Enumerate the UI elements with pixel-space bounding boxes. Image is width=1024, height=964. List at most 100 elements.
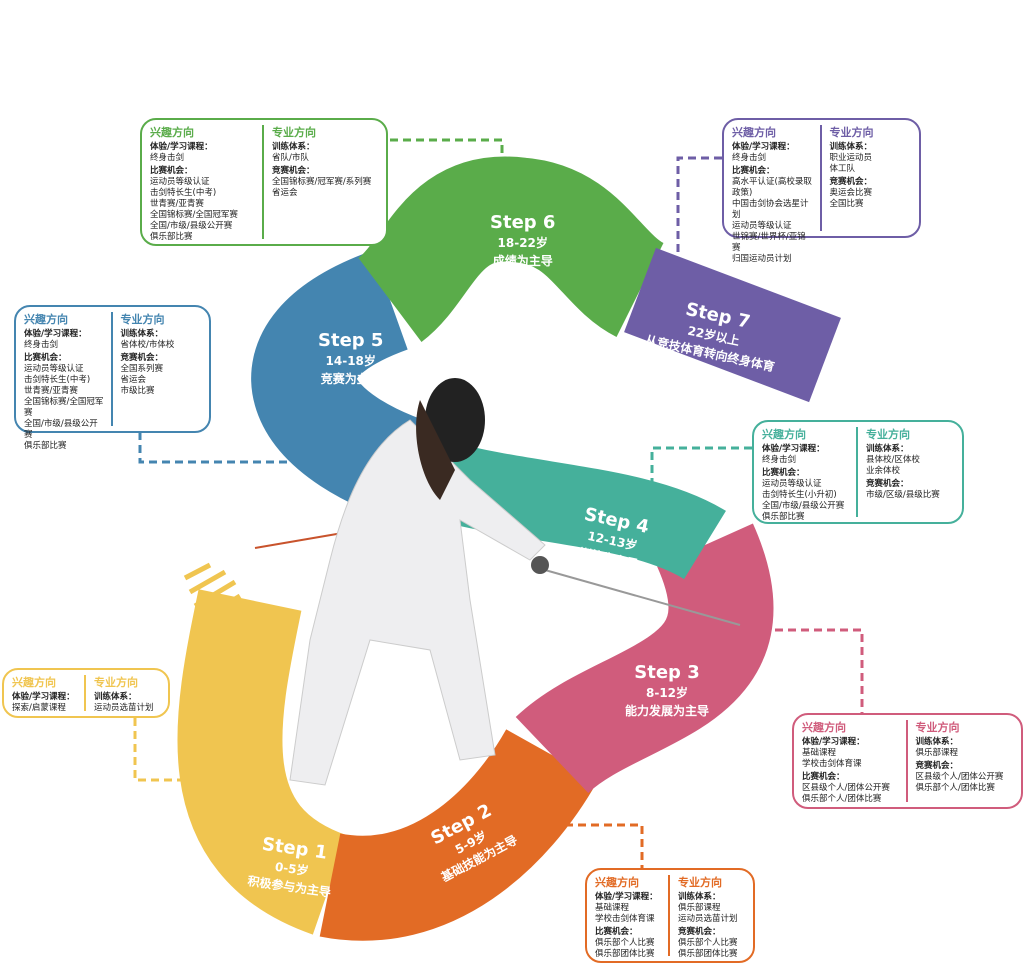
pro-column: 专业方向训练体系：俱乐部课程竞赛机会：区县级个人/团体公开赛俱乐部个人/团体比赛 [905, 720, 1014, 802]
section-label: 竞赛机会： [120, 353, 164, 363]
list-item: 击剑特长生(中考) [24, 375, 91, 385]
section-label: 竞赛机会： [272, 166, 315, 176]
list-item: 县体校/区体校 [866, 455, 920, 465]
list-item: 运动员等级认证 [150, 177, 210, 187]
step-title: Step 6 [490, 212, 556, 233]
list-item: 俱乐部比赛 [150, 232, 193, 242]
list-item: 俱乐部课程 [678, 903, 721, 913]
list-item: 终身击剑 [24, 340, 59, 350]
road-step2 [319, 728, 598, 941]
pro-column: 专业方向训练体系：俱乐部课程运动员选苗计划竞赛机会：俱乐部个人比赛俱乐部团体比赛 [668, 875, 745, 959]
step-age: 8-12岁 [645, 686, 689, 700]
list-item: 职业运动员 [829, 153, 873, 163]
section-label: 竞赛机会： [678, 927, 721, 937]
info-box-step-7: 兴趣方向体验/学习课程：终身击剑比赛机会：高水平认证(高校录取政策)中国击剑协会… [722, 118, 921, 264]
section-label: 体验/学习课程： [802, 737, 865, 747]
section-label: 体验/学习课程： [595, 892, 658, 902]
interest-heading: 兴趣方向 [150, 126, 194, 139]
list-item: 区县级个人/团体公开赛 [802, 783, 890, 793]
pro-heading: 专业方向 [272, 126, 316, 139]
list-item: 俱乐部比赛 [24, 441, 67, 451]
section-label: 比赛机会： [150, 166, 193, 176]
list-item: 运动员选苗计划 [678, 914, 738, 924]
list-item: 基础课程 [802, 748, 837, 758]
step-focus: 竞赛为主导 [320, 372, 381, 386]
list-item: 探索/启蒙课程 [12, 703, 66, 713]
road-step7 [624, 247, 841, 403]
list-item: 终身击剑 [762, 455, 797, 465]
section-label: 比赛机会： [802, 772, 845, 782]
list-item: 省体校/市体校 [120, 340, 175, 350]
pro-column: 专业方向训练体系：职业运动员体工队竞赛机会：奥运会比赛全国比赛 [819, 125, 912, 231]
interest-heading: 兴趣方向 [732, 126, 776, 139]
info-box-step-3: 兴趣方向体验/学习课程：基础课程学校击剑体育课比赛机会：区县级个人/团体公开赛俱… [792, 713, 1023, 809]
step-title: Step 5 [318, 330, 384, 351]
section-label: 体验/学习课程： [762, 444, 825, 454]
pro-column: 专业方向训练体系：省体校/市体校竞赛机会：全国系列赛省运会市级比赛 [110, 312, 202, 426]
interest-heading: 兴趣方向 [595, 876, 639, 889]
list-item: 省队/市队 [272, 153, 309, 163]
pro-heading: 专业方向 [678, 876, 722, 889]
section-label: 训练体系： [866, 444, 909, 454]
section-label: 训练体系： [120, 329, 164, 339]
list-item: 世青赛/亚青赛 [24, 386, 78, 396]
info-box-step-1: 兴趣方向体验/学习课程：探索/启蒙课程专业方向训练体系：运动员选苗计划 [2, 668, 170, 718]
list-item: 运动员选苗计划 [94, 703, 154, 713]
list-item: 全国锦标赛/冠军赛/系列赛 [272, 177, 372, 187]
step-title: Step 3 [634, 662, 700, 683]
section-label: 体验/学习课程： [732, 142, 795, 152]
list-item: 奥运会比赛 [829, 188, 873, 198]
pro-heading: 专业方向 [829, 126, 874, 139]
list-item: 俱乐部比赛 [762, 512, 805, 522]
interest-column: 兴趣方向体验/学习课程：终身击剑比赛机会：高水平认证(高校录取政策)中国击剑协会… [732, 125, 814, 264]
section-label: 体验/学习课程： [24, 329, 87, 339]
step-age: 18-22岁 [497, 236, 548, 250]
list-item: 俱乐部个人/团体比赛 [802, 794, 882, 804]
step-focus: 能力发展为主导 [625, 704, 710, 718]
pro-heading: 专业方向 [120, 313, 165, 326]
section-label: 竞赛机会： [915, 761, 959, 771]
list-item: 业余体校 [866, 466, 901, 476]
list-item: 世青赛/亚青赛 [150, 199, 204, 209]
road-step1 [177, 589, 350, 935]
step-focus: 成绩为主导 [492, 254, 553, 268]
pro-heading: 专业方向 [866, 428, 910, 441]
list-item: 归国运动员计划 [732, 254, 792, 264]
list-item: 全国系列赛 [120, 364, 164, 374]
list-item: 基础课程 [595, 903, 630, 913]
section-label: 体验/学习课程： [150, 142, 213, 152]
section-label: 训练体系： [915, 737, 959, 747]
step-6-label: Step 6 18-22岁成绩为主导 [490, 212, 555, 270]
list-item: 俱乐部课程 [915, 748, 959, 758]
list-item: 学校击剑体育课 [802, 759, 862, 769]
pro-heading: 专业方向 [94, 676, 138, 689]
list-item: 高水平认证(高校录取政策) [732, 177, 812, 198]
list-item: 全国/市级/县级公开赛 [150, 221, 233, 231]
pro-column: 专业方向训练体系：运动员选苗计划 [84, 675, 160, 713]
list-item: 终身击剑 [150, 153, 185, 163]
list-item: 省运会 [272, 188, 298, 198]
list-item: 俱乐部个人/团体比赛 [915, 783, 995, 793]
pro-column: 专业方向训练体系：省队/市队竞赛机会：全国锦标赛/冠军赛/系列赛省运会 [262, 125, 378, 239]
list-item: 全国/市级/县级公开赛 [24, 419, 98, 440]
step-3-label: Step 3 8-12岁能力发展为主导 [625, 662, 709, 720]
interest-column: 兴趣方向体验/学习课程：终身击剑比赛机会：运动员等级认证击剑特长生(中考)世青赛… [150, 125, 256, 242]
list-item: 击剑特长生(中考) [150, 188, 217, 198]
section-label: 竞赛机会： [866, 479, 909, 489]
list-item: 全国锦标赛/全国冠军赛 [150, 210, 238, 220]
interest-column: 兴趣方向体验/学习课程：探索/启蒙课程 [12, 675, 78, 713]
list-item: 俱乐部团体比赛 [678, 949, 738, 959]
section-label: 训练体系： [272, 142, 315, 152]
list-item: 学校击剑体育课 [595, 914, 655, 924]
section-label: 竞赛机会： [829, 177, 873, 187]
interest-heading: 兴趣方向 [12, 676, 56, 689]
list-item: 全国/市级/县级公开赛 [762, 501, 845, 511]
list-item: 终身击剑 [732, 153, 767, 163]
info-box-step-6: 兴趣方向体验/学习课程：终身击剑比赛机会：运动员等级认证击剑特长生(中考)世青赛… [140, 118, 388, 246]
list-item: 俱乐部个人比赛 [678, 938, 738, 948]
list-item: 运动员等级认证 [24, 364, 84, 374]
list-item: 体工队 [829, 164, 856, 174]
section-label: 比赛机会： [24, 353, 67, 363]
